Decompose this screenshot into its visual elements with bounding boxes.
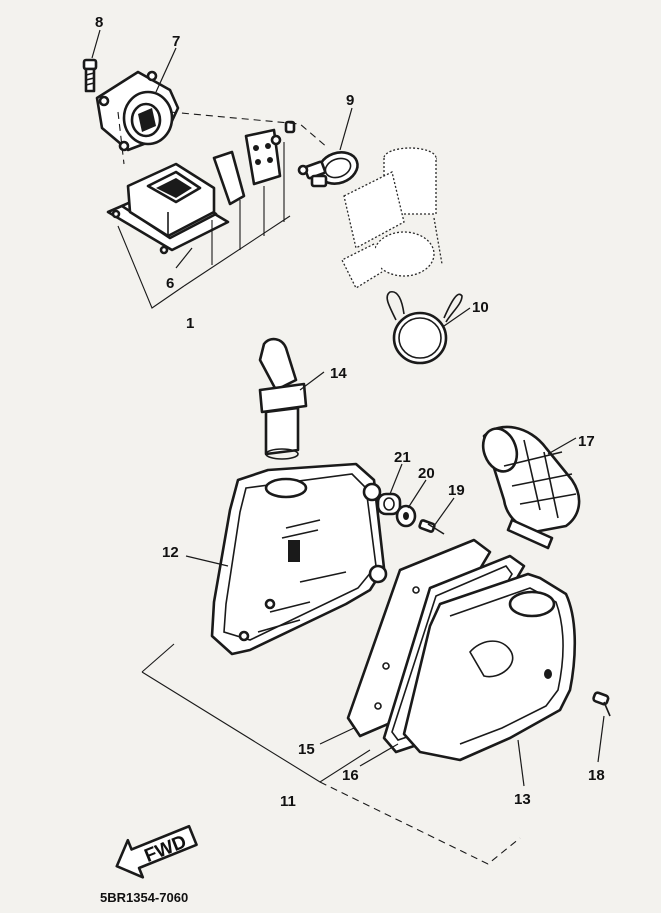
callout-18: 18 bbox=[588, 767, 605, 784]
callout-16: 16 bbox=[342, 767, 359, 784]
part-reed-valve-block bbox=[126, 162, 216, 238]
part-20-collar bbox=[395, 504, 417, 528]
callout-21: 21 bbox=[394, 449, 411, 466]
group-line-11-left bbox=[141, 671, 371, 783]
callout-12: 12 bbox=[162, 544, 179, 561]
callout-8: 8 bbox=[95, 14, 103, 31]
group-line-11-bottom bbox=[319, 781, 521, 865]
group-line-11-top bbox=[141, 643, 175, 673]
callout-19: 19 bbox=[448, 482, 465, 499]
callout-6: 6 bbox=[166, 275, 174, 292]
callout-labels: 8 7 9 6 1 10 14 17 21 20 19 12 15 16 13 … bbox=[95, 14, 605, 810]
leader-lines bbox=[91, 29, 605, 787]
callout-20: 20 bbox=[418, 465, 435, 482]
callout-17: 17 bbox=[578, 433, 595, 450]
part-8-bolt bbox=[82, 58, 98, 93]
callout-10: 10 bbox=[472, 299, 489, 316]
part-14-breather-hose bbox=[258, 337, 308, 460]
callout-13: 13 bbox=[514, 791, 531, 808]
callout-14: 14 bbox=[330, 365, 347, 382]
part-17-intake-duct bbox=[481, 425, 581, 550]
group-line-1-left bbox=[117, 225, 185, 309]
callout-1: 1 bbox=[186, 315, 194, 332]
part-10-spring-clip bbox=[386, 290, 463, 365]
part-reed-plates bbox=[212, 120, 296, 206]
callout-15: 15 bbox=[298, 741, 315, 758]
part-9-hose-clamp bbox=[297, 151, 359, 188]
part-18-screw bbox=[592, 691, 611, 717]
part-13-air-cleaner-cap bbox=[402, 572, 577, 762]
callout-11: 11 bbox=[280, 793, 296, 810]
callout-9: 9 bbox=[346, 92, 354, 109]
part-7-intake-manifold bbox=[95, 70, 180, 152]
callout-7: 7 bbox=[172, 33, 180, 50]
carburetor-reference-outline bbox=[341, 147, 443, 289]
part-21-grommet bbox=[376, 492, 402, 516]
part-12-air-cleaner-case bbox=[210, 462, 388, 656]
drawing-code: 5BR1354-7060 bbox=[100, 890, 188, 905]
group-line-1-right bbox=[183, 215, 291, 287]
part-19-screw bbox=[418, 519, 445, 535]
connection-line-reed bbox=[117, 111, 125, 165]
forward-direction-arrow: FWD bbox=[115, 824, 198, 879]
